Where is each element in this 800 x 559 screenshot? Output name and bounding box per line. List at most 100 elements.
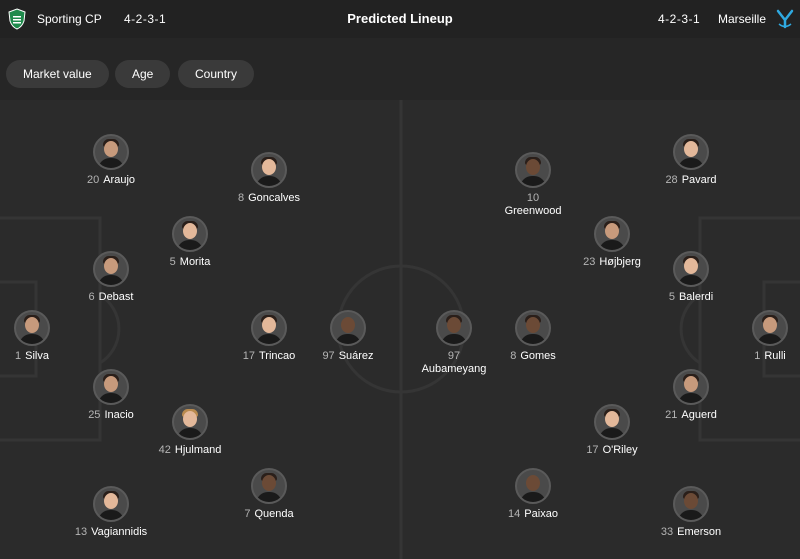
player-number: 5 — [668, 291, 675, 303]
player-name: Rulli — [764, 350, 786, 362]
market-value-filter-button[interactable]: Market value — [6, 60, 109, 88]
player-avatar — [251, 468, 287, 504]
player-name: Hjulmand — [174, 444, 222, 456]
player-number: 14 — [508, 508, 521, 520]
player-number: 8 — [237, 192, 245, 204]
player-avatar — [330, 310, 366, 346]
player-avatar — [594, 216, 630, 252]
player-number: 17 — [242, 350, 255, 362]
lineup-header: Sporting CP 4-2-3-1 Predicted Lineup 4-2… — [0, 0, 800, 38]
page-title: Predicted Lineup — [347, 11, 453, 26]
player-avatar — [93, 369, 129, 405]
player-number: 33 — [660, 526, 674, 538]
player-avatar — [594, 404, 630, 440]
away-formation: 4-2-3-1 — [658, 12, 701, 26]
away-team-name[interactable]: Marseille — [718, 12, 767, 26]
player-avatar — [251, 310, 287, 346]
player-name: Goncalves — [248, 192, 301, 204]
player-name: Paixao — [524, 508, 558, 520]
player-number: 13 — [74, 526, 88, 538]
player-avatar — [752, 310, 788, 346]
player-number: 7 — [244, 508, 251, 520]
player-number: 5 — [169, 256, 176, 268]
player-avatar — [673, 369, 709, 405]
player-number: 97 — [322, 350, 335, 362]
player-avatar — [172, 404, 208, 440]
player-number: 6 — [88, 291, 95, 303]
player-avatar — [515, 310, 551, 346]
player-avatar — [14, 310, 50, 346]
player-avatar — [172, 216, 208, 252]
player-avatar — [515, 152, 551, 188]
player-name: Greenwood — [504, 205, 562, 217]
country-filter-button[interactable]: Country — [178, 60, 255, 88]
player-name: Pavard — [681, 174, 717, 186]
player-avatar — [673, 251, 709, 287]
home-team-name[interactable]: Sporting CP — [37, 12, 102, 26]
player-number: 20 — [86, 174, 100, 186]
player-avatar — [436, 310, 472, 346]
player-avatar — [251, 152, 287, 188]
player-name: Debast — [98, 291, 134, 303]
player-name: Emerson — [677, 526, 722, 538]
player-name: Morita — [179, 256, 211, 268]
player-name: Trincao — [258, 350, 296, 362]
player-avatar — [93, 486, 129, 522]
age-filter-button[interactable]: Age — [115, 60, 171, 88]
player-avatar — [673, 134, 709, 170]
player-number: 23 — [583, 256, 596, 268]
marseille-crest-icon — [776, 9, 794, 29]
player-avatar — [673, 486, 709, 522]
player-name: Aubameyang — [421, 363, 487, 375]
player-name: Gomes — [520, 350, 556, 362]
sporting-cp-crest-icon — [8, 8, 26, 30]
player-number: 42 — [158, 444, 171, 456]
player-name: O'Riley — [602, 444, 638, 456]
player-number: 25 — [88, 409, 101, 421]
player-name: Aguerd — [681, 409, 717, 421]
player-name: Inacio — [104, 409, 134, 421]
